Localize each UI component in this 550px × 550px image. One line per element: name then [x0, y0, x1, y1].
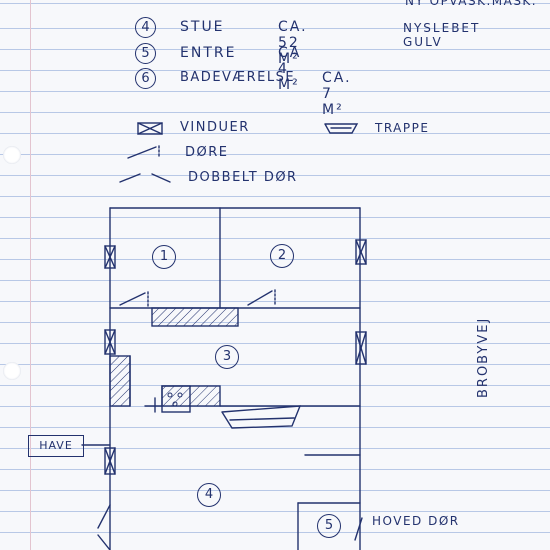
garden-label: HAVE — [28, 435, 84, 457]
main-door-label: HOVED DØR — [372, 514, 460, 528]
room-label-2: 2 — [270, 244, 294, 268]
room-name: BADEVÆRELSE — [180, 70, 296, 85]
room-size: CA 4 M² — [278, 45, 302, 93]
legend-windows-label: VINDUER — [180, 120, 250, 135]
room-note: NYSLEBET GULV — [403, 21, 481, 49]
legend-double-door-label: DOBBELT DØR — [188, 170, 298, 185]
room-number: 6 — [135, 68, 156, 89]
header-line: NY OPVASK.MASK. — [405, 0, 538, 8]
margin-line — [30, 0, 31, 550]
legend-stairs-symbol — [324, 123, 359, 134]
room-label-5: 5 — [317, 514, 341, 538]
room-name: STUE — [180, 19, 225, 35]
room-name: ENTRE — [180, 45, 237, 61]
room-label-1: 1 — [152, 245, 176, 269]
street-label: BROBYVEJ — [476, 316, 491, 398]
room-number: 4 — [135, 17, 156, 38]
legend-window-symbol — [137, 122, 163, 135]
legend-doors-label: DØRE — [185, 145, 229, 160]
binder-hole — [3, 146, 21, 164]
legend-stairs-label: TRAPPE — [375, 121, 430, 135]
room-number: 5 — [135, 43, 156, 64]
legend-double-door-symbol — [119, 173, 171, 183]
room-size: CA. 52 M² — [278, 19, 308, 67]
legend-door-symbol — [127, 145, 160, 159]
room-size: CA. 7 M² — [322, 70, 352, 118]
room-label-4: 4 — [197, 483, 221, 507]
binder-hole — [3, 362, 21, 380]
room-label-3: 3 — [215, 345, 239, 369]
